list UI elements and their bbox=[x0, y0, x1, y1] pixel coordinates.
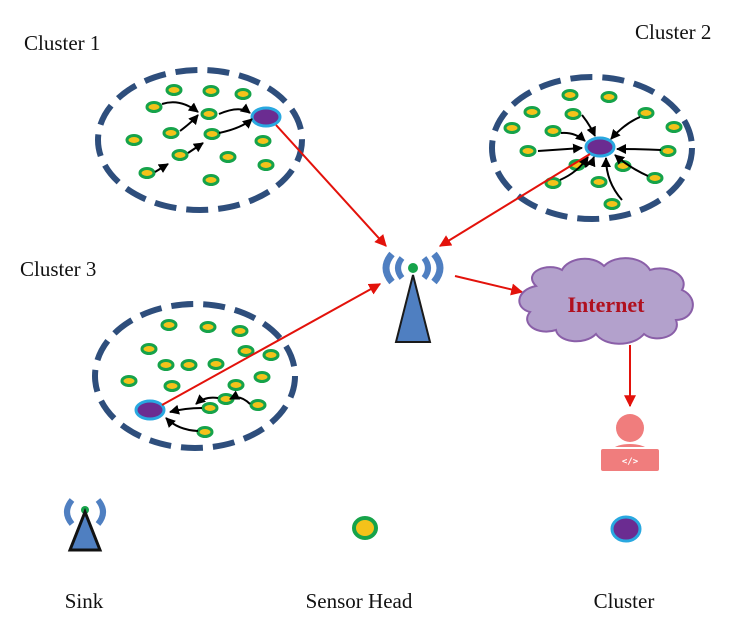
cluster-3-boundary bbox=[92, 301, 298, 451]
sensor-node bbox=[196, 426, 214, 438]
sensor-node bbox=[160, 319, 178, 331]
cluster-1 bbox=[95, 67, 305, 213]
sensor-node bbox=[145, 101, 163, 113]
sensor-node bbox=[201, 402, 219, 414]
cluster-1-sensors bbox=[125, 84, 275, 186]
cluster-2-boundary bbox=[489, 74, 695, 222]
sink-to-internet-link bbox=[454, 275, 524, 296]
cluster-1-head bbox=[250, 106, 282, 128]
cluster-3-head bbox=[134, 399, 166, 421]
sensor-node bbox=[163, 380, 181, 392]
sensor-node bbox=[564, 108, 582, 120]
cluster-3-local-links bbox=[165, 390, 251, 432]
sink-tower-icon bbox=[382, 251, 444, 343]
sensor-node bbox=[257, 159, 275, 171]
legend-cluster-icon bbox=[610, 515, 642, 543]
sensor-node bbox=[199, 321, 217, 333]
sensor-node bbox=[140, 343, 158, 355]
cluster-2-head bbox=[584, 136, 616, 158]
cluster-2-local-links bbox=[537, 114, 662, 201]
cluster-1-local-links bbox=[154, 101, 253, 173]
sensor-node bbox=[219, 151, 237, 163]
sensor-node bbox=[202, 85, 220, 97]
user-icon: </> bbox=[599, 414, 661, 473]
sensor-node bbox=[180, 359, 198, 371]
sensor-node bbox=[253, 371, 271, 383]
sensor-node bbox=[544, 125, 562, 137]
sensor-node bbox=[637, 107, 655, 119]
cluster-3-sensors bbox=[120, 319, 280, 438]
sensor-node bbox=[659, 145, 677, 157]
sensor-node bbox=[503, 122, 521, 134]
sensor-node bbox=[120, 375, 138, 387]
uplinks bbox=[161, 124, 636, 408]
cluster-2-label: Cluster 2 bbox=[635, 20, 711, 44]
sensor-node bbox=[138, 167, 156, 179]
sensor-node bbox=[603, 198, 621, 210]
sensor-node bbox=[162, 127, 180, 139]
cluster-3-label: Cluster 3 bbox=[20, 257, 96, 281]
sensor-node bbox=[590, 176, 608, 188]
sensor-node bbox=[200, 108, 218, 120]
sensor-node bbox=[249, 399, 267, 411]
sensor-node bbox=[207, 358, 225, 370]
sensor-node bbox=[523, 106, 541, 118]
sensor-node bbox=[227, 379, 245, 391]
sensor-node bbox=[665, 121, 683, 133]
cluster-1-label: Cluster 1 bbox=[24, 31, 100, 55]
sensor-node bbox=[254, 135, 272, 147]
uplink-cluster-2 bbox=[438, 153, 591, 247]
uplink-cluster-3 bbox=[161, 283, 382, 406]
cluster-1-boundary bbox=[95, 67, 305, 213]
sensor-node bbox=[237, 345, 255, 357]
sensor-node bbox=[125, 134, 143, 146]
legend-sensor-icon bbox=[352, 516, 378, 540]
uplink-cluster-1 bbox=[275, 124, 387, 247]
sensor-node bbox=[231, 325, 249, 337]
sensor-node bbox=[171, 149, 189, 161]
sensor-node bbox=[600, 91, 618, 103]
cluster-3 bbox=[92, 301, 298, 451]
user-screen-code: </> bbox=[622, 457, 639, 467]
sensor-node bbox=[203, 128, 221, 140]
sensor-node bbox=[544, 177, 562, 189]
sensor-node bbox=[561, 89, 579, 101]
sensor-node bbox=[202, 174, 220, 186]
sensor-node bbox=[234, 88, 252, 100]
sensor-node bbox=[165, 84, 183, 96]
legend: Sink Sensor Head Cluster bbox=[64, 498, 655, 613]
sensor-node bbox=[646, 172, 664, 184]
internet-label: Internet bbox=[568, 292, 646, 317]
legend-sink-label: Sink bbox=[65, 589, 104, 613]
internet-cloud: Internet bbox=[518, 257, 694, 345]
legend-sensor-label: Sensor Head bbox=[306, 589, 413, 613]
cluster-2-sensors bbox=[503, 89, 683, 210]
cluster-2 bbox=[489, 74, 695, 222]
sensor-node bbox=[262, 349, 280, 361]
legend-sink-icon bbox=[64, 498, 106, 552]
legend-cluster-label: Cluster bbox=[594, 589, 655, 613]
sensor-node bbox=[157, 359, 175, 371]
sensor-node bbox=[519, 145, 537, 157]
